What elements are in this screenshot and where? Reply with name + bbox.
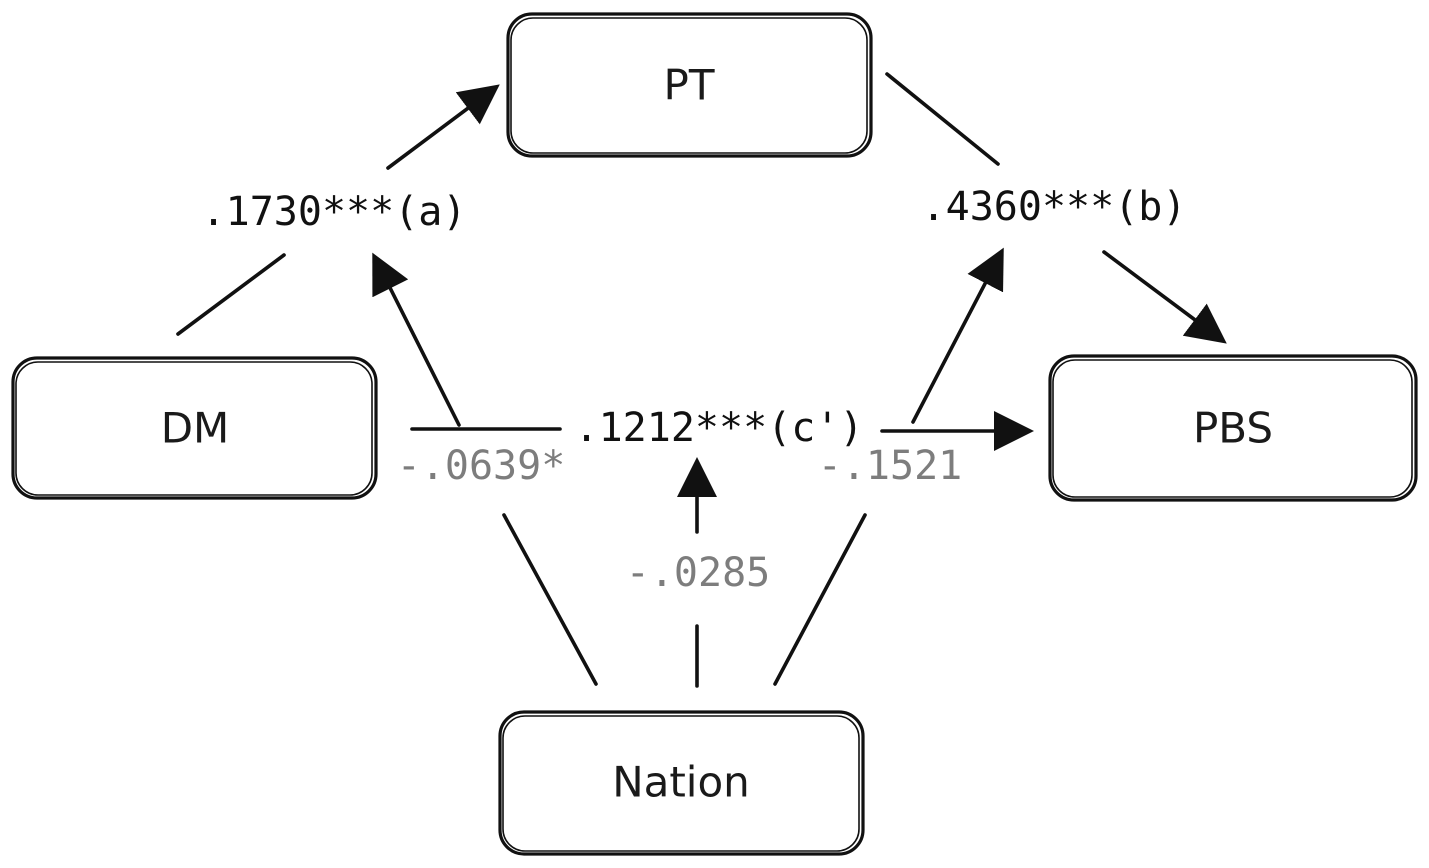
node-dm-label: DM [161,404,230,453]
node-nation-label: Nation [612,758,750,807]
path-a: .1730***(a) [176,84,500,336]
node-pbs: PBS [1048,354,1418,502]
path-c-prime-coefficient: .1212***(c') [575,405,864,451]
path-a-upper-arrow [386,84,500,170]
moderation-a-lower-line [502,513,598,686]
moderation-b-coefficient: -.1521 [818,443,963,489]
moderation-a-upper-arrow [372,252,461,427]
path-a-coefficient: .1730***(a) [202,189,467,235]
moderation-b-lower-line [773,513,867,686]
moderation-b-upper-arrow [911,247,1004,424]
path-c-prime: .1212***(c') [410,405,1034,451]
moderation-on-a: -.0639* [372,252,598,686]
node-pbs-label: PBS [1193,404,1273,453]
moderation-a-coefficient: -.0639* [397,443,566,489]
path-b: .4360***(b) [885,72,1227,344]
node-nation: Nation [498,710,865,856]
moderation-on-c-prime: -.0285 [626,457,771,688]
moderation-on-b: -.1521 [773,247,1004,686]
path-a-lower-line [176,253,286,336]
node-pt: PT [506,12,873,158]
path-b-lower-arrow [1102,250,1227,344]
path-b-upper-line [885,72,1000,166]
moderation-c-prime-coefficient: -.0285 [626,550,771,596]
path-b-coefficient: .4360***(b) [922,184,1187,230]
node-pt-label: PT [664,61,715,110]
node-dm: DM [11,356,378,500]
